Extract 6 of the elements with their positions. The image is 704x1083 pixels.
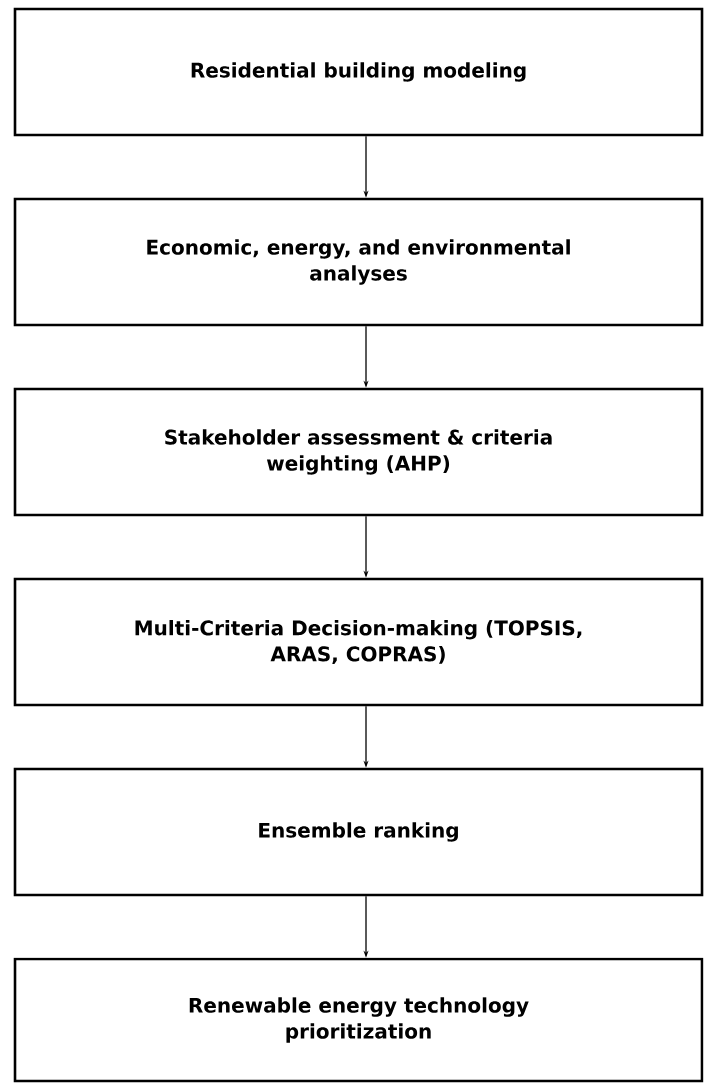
- process-box: Renewable energy technology prioritization: [13, 957, 704, 1083]
- process-box: Multi-Criteria Decision-making (TOPSIS, ARAS, COPRAS): [13, 577, 704, 707]
- process-box: Stakeholder assessment & criteria weighting (AHP): [13, 387, 704, 517]
- process-box: Residential building modeling: [13, 7, 704, 137]
- process-box: Economic, energy, and environmental analyses: [13, 197, 704, 327]
- process-box: Ensemble ranking: [13, 767, 704, 897]
